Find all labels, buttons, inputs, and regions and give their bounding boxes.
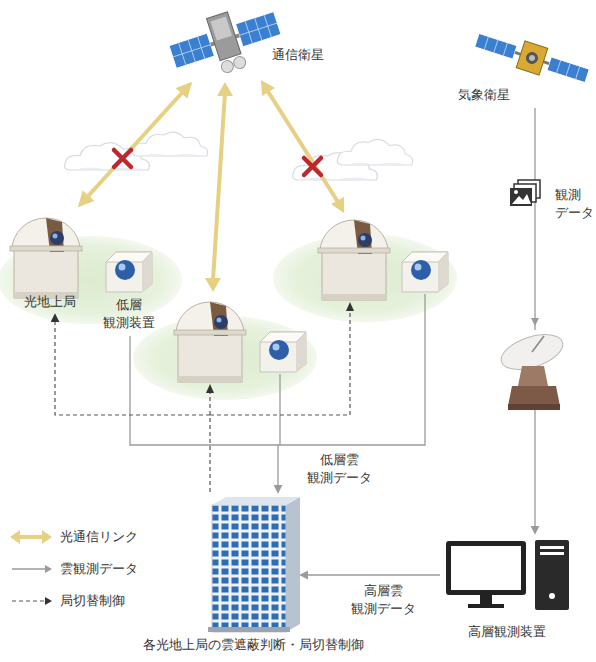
weather-satellite: [473, 27, 592, 89]
legend-sample: [8, 528, 54, 546]
edge-label: 観測 データ: [553, 186, 596, 221]
connector: [130, 336, 278, 492]
blocked-mark: [114, 150, 131, 167]
satellite-node: 通信衛星: [168, 4, 333, 84]
optical-link: [213, 92, 225, 280]
node-label: 通信衛星: [272, 46, 324, 64]
blocked-mark: [304, 158, 321, 175]
ground-station-dome: [174, 302, 246, 382]
control-line: [209, 392, 210, 415]
legend-row: 局切替制御: [8, 592, 208, 610]
control-line: [210, 310, 350, 415]
data-line: [278, 294, 425, 445]
computer-node: 高層観測装置: [440, 533, 585, 645]
connector: [55, 315, 210, 492]
legend-label: 光通信リンク: [60, 528, 138, 546]
arrowhead: [261, 80, 275, 96]
satellite-node: 気象衛星: [452, 28, 592, 108]
communication-satellite: [165, 0, 288, 87]
node-label: 気象衛星: [458, 86, 510, 104]
high-layer-computer: [446, 540, 569, 610]
cloud: [337, 139, 412, 165]
connector: [80, 84, 190, 205]
low-cloud-sensor: [106, 252, 152, 292]
data-line: [279, 374, 280, 445]
connector: [301, 574, 440, 575]
ground-station-dome: [10, 218, 82, 298]
arrowhead: [205, 278, 221, 292]
building-node: 各光地上局の雲遮蔽判断・局切替制御: [205, 492, 301, 632]
node-label: 各光地上局の雲遮蔽判断・局切替制御: [143, 636, 364, 654]
arrowhead: [331, 197, 344, 213]
optical-link: [267, 90, 338, 202]
sensor-node: 低層 観測装置: [98, 246, 162, 336]
edge-label: 高層雲 観測データ: [344, 582, 423, 617]
legend-row: 光通信リンク: [8, 528, 208, 546]
node-label: 光地上局: [24, 293, 76, 311]
edge-label: 低層雲 観測データ: [300, 451, 379, 486]
low-cloud-sensor: [260, 332, 306, 372]
ground-station-dome: [318, 220, 390, 300]
image-data-icon: [510, 180, 540, 206]
node-label: 高層観測装置: [468, 623, 546, 641]
legend-row: 雲観測データ: [8, 560, 208, 578]
arrowhead: [206, 384, 214, 393]
control-building: [208, 497, 300, 632]
arrowhead: [346, 302, 354, 311]
legend-label: 雲観測データ: [60, 560, 138, 578]
legend-sample: [8, 560, 54, 578]
ground-station-node: 光地上局: [4, 205, 90, 315]
node-label: 低層 観測装置: [98, 296, 160, 331]
low-cloud-sensor: [402, 252, 448, 292]
legend-sample: [8, 592, 54, 610]
arrowhead: [217, 82, 233, 96]
legend-label: 局切替制御: [60, 592, 125, 610]
receiving-antenna: [497, 318, 567, 410]
